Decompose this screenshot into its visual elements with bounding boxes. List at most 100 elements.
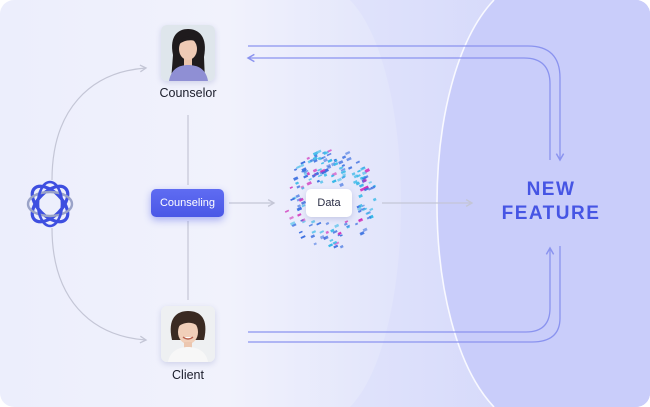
data-particle	[293, 176, 299, 181]
data-particle	[290, 221, 296, 226]
data-particle	[351, 172, 356, 176]
data-particle	[327, 149, 332, 153]
data-particle	[357, 209, 362, 213]
data-particle	[368, 180, 373, 184]
data-particle	[356, 174, 361, 178]
client-photo-icon	[161, 306, 215, 362]
data-particle	[313, 242, 317, 246]
data-particle	[296, 206, 303, 212]
data-particle	[306, 156, 311, 160]
data-particle	[317, 156, 322, 161]
data-particle	[363, 207, 368, 211]
data-particle	[333, 241, 340, 246]
data-particle	[295, 194, 301, 199]
data-particle	[347, 166, 353, 170]
data-particle	[340, 169, 347, 175]
data-particle	[334, 159, 338, 162]
data-particle	[339, 244, 344, 249]
data-particle	[319, 180, 324, 184]
data-particle	[296, 165, 302, 170]
client-label: Client	[172, 368, 204, 382]
data-particle	[359, 231, 365, 236]
data-particle	[344, 220, 349, 224]
data-particle	[316, 149, 322, 154]
data-particle	[298, 230, 303, 234]
data-particle	[340, 168, 346, 172]
data-particle	[289, 186, 293, 189]
data-particle	[328, 243, 333, 248]
data-particle	[338, 160, 344, 165]
data-particle	[298, 197, 304, 202]
data-particle	[360, 166, 366, 171]
data-particle	[297, 213, 302, 217]
data-particle	[301, 218, 306, 222]
data-particle	[330, 174, 335, 178]
data-particle	[354, 222, 359, 226]
data-particle	[320, 168, 326, 173]
data-particle	[323, 173, 328, 177]
interlocking-rings-logo-icon	[26, 180, 74, 228]
data-particle	[357, 169, 361, 173]
data-particle	[346, 224, 351, 228]
data-particle	[312, 156, 318, 161]
data-particle	[360, 207, 366, 211]
data-particle	[316, 179, 321, 183]
data-particle	[365, 211, 370, 215]
data-particle	[317, 174, 323, 178]
data-particle	[342, 173, 347, 177]
data-particle	[310, 219, 316, 224]
data-particle	[372, 197, 377, 202]
feature-ellipse	[437, 0, 650, 407]
data-particle	[337, 231, 342, 236]
data-particle-cloud	[284, 149, 377, 249]
data-particle	[301, 203, 306, 208]
data-particle	[331, 179, 337, 184]
data-particle	[341, 175, 346, 179]
counselor-label: Counselor	[159, 86, 217, 100]
data-particle	[300, 163, 305, 168]
data-particle	[306, 171, 311, 176]
data-particle	[359, 183, 364, 188]
data-particle	[330, 228, 335, 233]
data-particle	[317, 168, 322, 172]
bottom-feedback-loop	[248, 246, 561, 343]
data-particle	[358, 203, 363, 208]
top-feedback-loop	[246, 45, 565, 162]
data-particle	[355, 181, 361, 186]
data-particle	[341, 155, 347, 160]
data-particle	[362, 227, 368, 232]
data-particle	[320, 155, 326, 160]
new-feature-line-2: FEATURE	[501, 203, 601, 224]
data-particle	[339, 182, 344, 188]
data-particle	[303, 174, 309, 179]
data-particle	[334, 223, 340, 228]
counselor-photo-icon	[161, 25, 215, 81]
data-particle	[296, 185, 301, 189]
data-particle	[363, 187, 369, 192]
data-particle	[313, 158, 318, 163]
data-particle	[366, 216, 372, 220]
counseling-node[interactable]: Counseling	[151, 189, 224, 217]
data-particle	[358, 193, 363, 199]
data-particle	[364, 168, 371, 173]
data-particle	[312, 151, 319, 156]
data-particle	[301, 200, 307, 205]
data-particle	[369, 207, 374, 212]
data-particle	[319, 235, 325, 240]
data-particle	[326, 163, 331, 168]
data-particle	[325, 230, 330, 235]
data-particle	[321, 169, 327, 175]
data-node[interactable]: Data	[306, 189, 352, 217]
data-particle	[355, 160, 361, 164]
data-particle	[325, 221, 330, 226]
data-particle	[370, 185, 376, 190]
data-particle	[338, 166, 344, 170]
data-particle	[301, 186, 305, 190]
data-particle	[294, 181, 299, 185]
data-particle	[289, 215, 294, 220]
data-particle	[302, 220, 306, 224]
data-particle	[300, 160, 306, 165]
data-particle	[323, 158, 328, 163]
data-particle	[362, 176, 367, 180]
